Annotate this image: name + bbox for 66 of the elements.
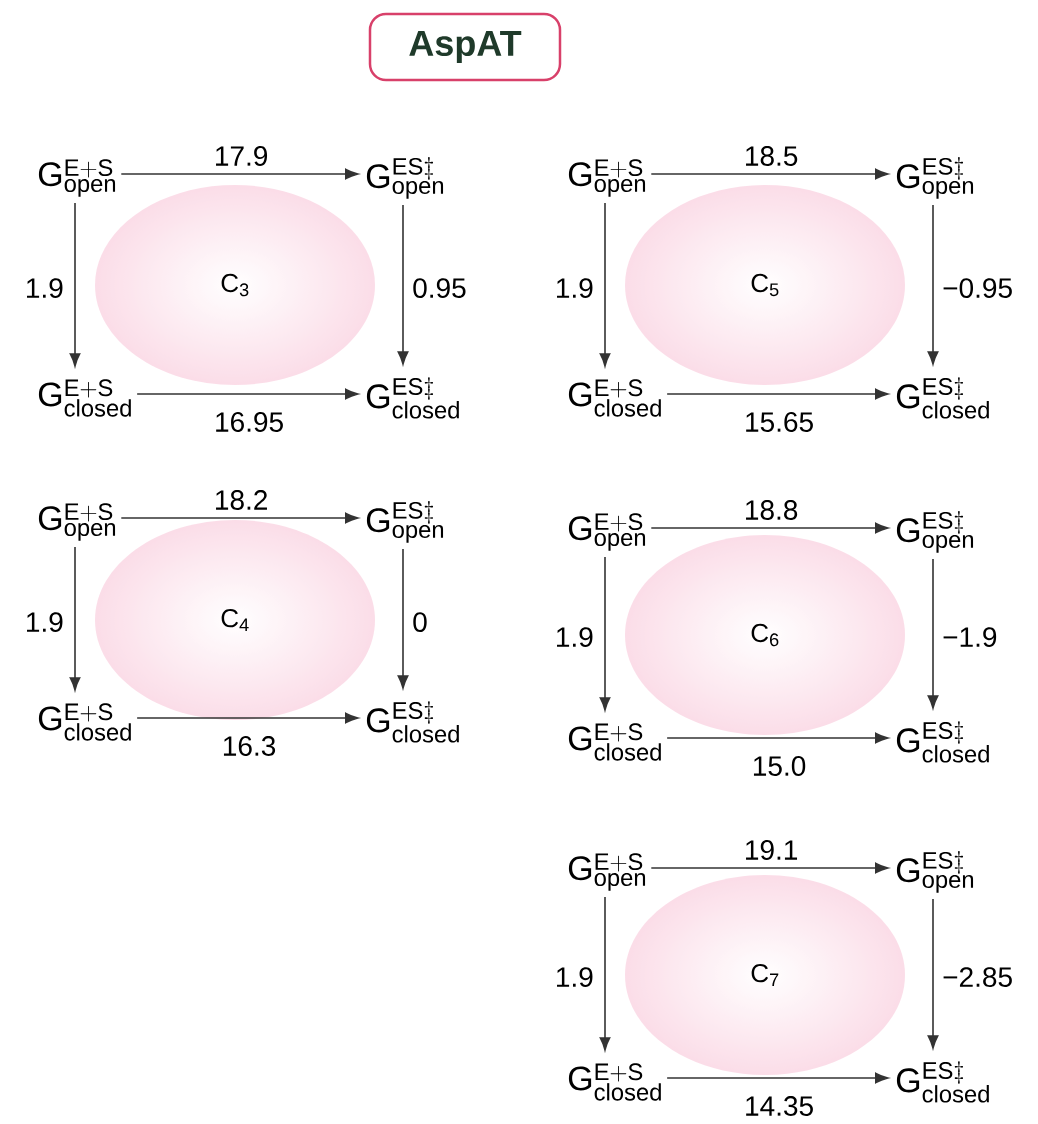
free-energy-term: $\mathsf{G}^{\mathsf{E+S}}_{\mathsf{closed}}$ [38,703,131,741]
edge-label: 14.35 [743,1095,816,1117]
arrow [136,712,359,724]
arrow [927,204,939,365]
free-energy-term: $\mathsf{G}^{\mathsf{ES}\ddagger}_{\mathsf{closed}}$ [366,377,459,419]
free-energy-term: $\mathsf{G}^{\mathsf{E+S}}_{\mathsf{open}}$ [568,513,646,551]
arrow [666,388,889,400]
edge-label: 1.9 [553,277,595,299]
edge-label: 0.95 [411,277,468,299]
arrow [650,522,889,534]
free-energy-term: $\mathsf{G}^{\mathsf{ES}\ddagger}_{\mathsf{closed}}$ [896,721,989,763]
arrow [666,732,889,744]
edge-label: 16.95 [213,411,286,433]
arrow [927,898,939,1049]
edge-label: −1.9 [941,626,999,648]
free-energy-term: $\mathsf{G}^{\mathsf{ES}\ddagger}_{\mathsf{open}}$ [896,851,974,893]
edge-label: 0 [411,611,429,633]
cycle-label: C$_{6}$ [751,623,779,647]
free-energy-term: $\mathsf{G}^{\mathsf{ES}\ddagger}_{\mathsf{closed}}$ [896,377,989,419]
cycle-label: C$_{4}$ [221,608,249,632]
free-energy-term: $\mathsf{G}^{\mathsf{ES}\ddagger}_{\mathsf{open}}$ [896,511,974,553]
arrow [69,546,81,691]
arrow [599,202,611,367]
arrow [120,512,359,524]
edge-label: 1.9 [23,611,65,633]
edge-label: 18.8 [742,499,800,521]
arrow [397,204,409,365]
free-energy-term: $\mathsf{G}^{\mathsf{ES}\ddagger}_{\mathsf{closed}}$ [366,701,459,743]
arrow [666,1072,889,1084]
free-energy-term: $\mathsf{G}^{\mathsf{E+S}}_{\mathsf{closed}}$ [568,1063,661,1101]
free-energy-term: $\mathsf{G}^{\mathsf{E+S}}_{\mathsf{closed}}$ [568,723,661,761]
edge-label: 18.2 [212,489,270,511]
arrow [650,862,889,874]
free-energy-term: $\mathsf{G}^{\mathsf{E+S}}_{\mathsf{closed}}$ [38,379,131,417]
edge-label: 1.9 [23,277,65,299]
cycle-label: C$_{7}$ [751,963,779,987]
free-energy-term: $\mathsf{G}^{\mathsf{ES}\ddagger}_{\mathsf{open}}$ [366,501,444,543]
edge-label: 17.9 [212,145,270,167]
edge-label: −0.95 [941,277,1015,299]
arrow [69,202,81,367]
edge-label: 19.1 [742,839,800,861]
edge-label: 15.0 [750,755,808,777]
free-energy-term: $\mathsf{G}^{\mathsf{ES}\ddagger}_{\mathsf{open}}$ [896,157,974,199]
free-energy-term: $\mathsf{G}^{\mathsf{E+S}}_{\mathsf{open}}$ [38,159,116,197]
edge-label: 16.3 [220,735,278,757]
free-energy-term: $\mathsf{G}^{\mathsf{E+S}}_{\mathsf{open}}$ [568,853,646,891]
free-energy-term: $\mathsf{G}^{\mathsf{E+S}}_{\mathsf{open}}$ [568,159,646,197]
free-energy-term: $\mathsf{G}^{\mathsf{E+S}}_{\mathsf{open}}$ [38,503,116,541]
arrow [120,168,359,180]
arrow [599,556,611,711]
free-energy-term: $\mathsf{G}^{\mathsf{ES}\ddagger}_{\mathsf{closed}}$ [896,1061,989,1103]
cycle-label: C$_{5}$ [751,273,779,297]
free-energy-term: $\mathsf{G}^{\mathsf{E+S}}_{\mathsf{closed}}$ [568,379,661,417]
title-box: AspAT [368,12,562,82]
edge-label: 1.9 [553,626,595,648]
edge-label: 1.9 [553,966,595,988]
arrow [136,388,359,400]
arrow [599,896,611,1051]
cycle-label: C$_{3}$ [221,273,249,297]
edge-label: 15.65 [743,411,816,433]
free-energy-term: $\mathsf{G}^{\mathsf{ES}\ddagger}_{\mathsf{open}}$ [366,157,444,199]
edge-label: 18.5 [742,145,800,167]
arrow [650,168,889,180]
edge-label: −2.85 [941,966,1015,988]
arrow [397,548,409,689]
arrow [927,558,939,709]
